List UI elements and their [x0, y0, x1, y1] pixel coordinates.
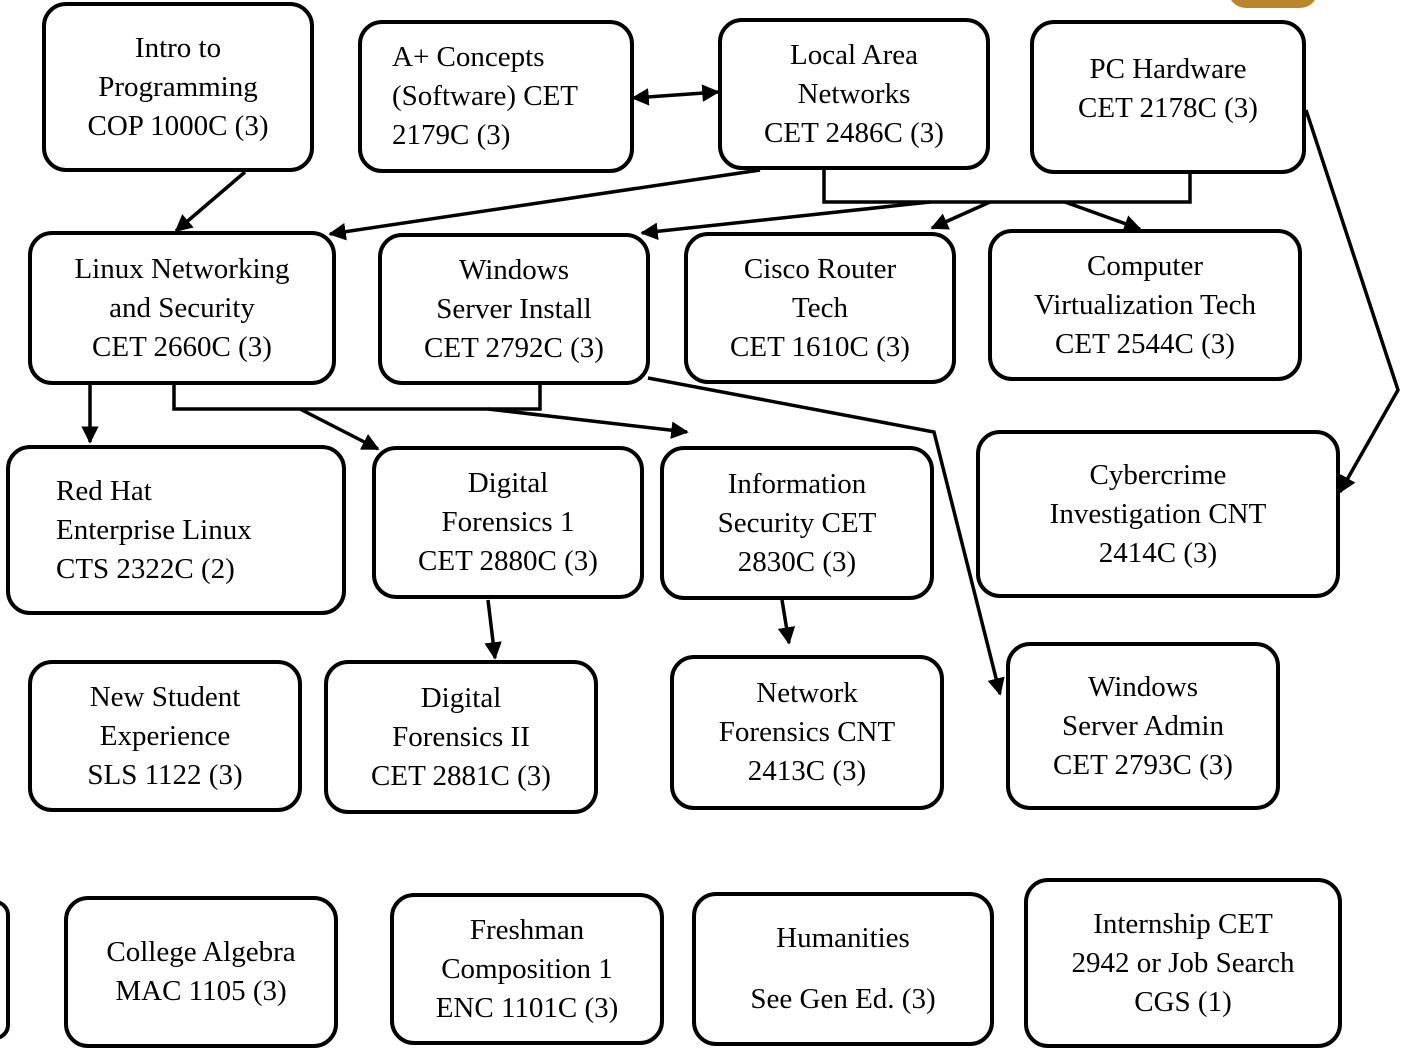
course-line: CET 2486C (3)	[764, 116, 944, 149]
course-line: Information	[727, 467, 867, 500]
arrow-bracket-infosec	[487, 407, 689, 439]
arrow-pc-cybercrime	[1304, 109, 1400, 494]
course-new-student-experience: New Student Experience SLS 1122 (3)	[28, 660, 302, 812]
course-line: and Security	[109, 291, 255, 324]
logo-fragment	[1228, 0, 1318, 8]
bracket-lan-pc	[822, 170, 1192, 204]
course-line: Server Admin	[1062, 709, 1224, 742]
course-line: Network	[756, 677, 858, 709]
course-line: Windows	[1088, 670, 1198, 703]
course-line: Digital	[467, 467, 549, 499]
course-line: Humanities	[776, 922, 910, 954]
course-line: Digital	[420, 681, 502, 714]
course-digital-forensics-2: Digital Forensics II CET 2881C (3)	[324, 660, 598, 814]
course-line: Freshman	[469, 913, 585, 946]
course-line: A+ Concepts	[392, 41, 545, 73]
course-line: 2414C (3)	[1098, 536, 1218, 569]
course-line: MAC 1105 (3)	[115, 975, 287, 1007]
course-line: New Student	[89, 680, 241, 713]
course-computer-virtualization-tech: Computer Virtualization Tech CET 2544C (…	[988, 229, 1302, 381]
course-line: ENC 1101C (3)	[435, 991, 619, 1024]
course-line: CET 2178C (3)	[1078, 92, 1258, 124]
arrow-bracket-cisco	[930, 200, 991, 230]
course-line: CET 1610C (3)	[730, 330, 910, 363]
course-line: Forensics 1	[441, 506, 575, 538]
course-college-algebra: College Algebra MAC 1105 (3)	[64, 896, 338, 1048]
course-a-plus-concepts: A+ Concepts (Software) CET 2179C (3)	[358, 20, 634, 173]
arrow-lan-linux	[328, 168, 761, 241]
course-line: Security CET	[717, 506, 877, 539]
course-line: Programming	[98, 70, 258, 103]
course-pc-hardware: PC Hardware CET 2178C (3)	[1030, 20, 1306, 174]
course-internship: Internship CET 2942 or Job Search CGS (1…	[1024, 878, 1342, 1048]
course-local-area-networks: Local Area Networks CET 2486C (3)	[718, 18, 990, 170]
partial-course-box	[0, 900, 10, 1040]
course-line: COP 1000C (3)	[87, 109, 269, 142]
course-line: CET 2792C (3)	[424, 331, 604, 364]
course-line: CGS (1)	[1134, 985, 1232, 1018]
arrow-forensics1-forensics2	[484, 599, 502, 660]
course-line: CET 2880C (3)	[418, 545, 598, 577]
course-line: CET 2544C (3)	[1055, 327, 1235, 360]
bracket-linux-winserver	[172, 385, 542, 411]
arrow-bracket-forensics1	[299, 407, 380, 451]
course-line: Cybercrime	[1089, 458, 1227, 491]
course-line: Windows	[459, 253, 569, 286]
course-line: Forensics CNT	[718, 716, 896, 748]
course-line: College Algebra	[106, 936, 296, 968]
course-line: Internship CET	[1093, 907, 1273, 940]
arrow-infosec-netforensics	[777, 599, 796, 645]
course-freshman-composition: Freshman Composition 1 ENC 1101C (3)	[390, 893, 664, 1045]
course-line: PC Hardware	[1089, 53, 1247, 85]
course-line: Experience	[99, 719, 231, 752]
course-line: Server Install	[436, 292, 592, 325]
course-line: Linux Networking	[74, 252, 290, 285]
course-line: SLS 1122 (3)	[87, 758, 243, 791]
course-line: Tech	[792, 291, 848, 324]
course-windows-server-admin: Windows Server Admin CET 2793C (3)	[1006, 642, 1280, 810]
course-digital-forensics-1: Digital Forensics 1 CET 2880C (3)	[372, 446, 644, 599]
course-line: (Software) CET	[392, 80, 579, 112]
course-line: Investigation CNT	[1049, 497, 1267, 530]
course-intro-programming: Intro to Programming COP 1000C (3)	[42, 2, 314, 172]
arrow-install-admin	[647, 376, 1005, 696]
course-windows-server-install: Windows Server Install CET 2792C (3)	[378, 233, 650, 385]
course-line: CTS 2322C (2)	[56, 552, 235, 585]
arrow-bracket-virtualization	[1064, 200, 1142, 232]
course-line: 2942 or Job Search	[1071, 946, 1295, 979]
course-red-hat-enterprise-linux: Red Hat Enterprise Linux CTS 2322C (2)	[6, 445, 346, 615]
course-line: CET 2660C (3)	[92, 330, 272, 363]
course-line: Intro to	[134, 31, 222, 64]
course-humanities: Humanities See Gen Ed. (3)	[692, 892, 994, 1046]
course-line: See Gen Ed. (3)	[750, 983, 936, 1015]
course-network-forensics: Network Forensics CNT 2413C (3)	[670, 655, 944, 810]
course-line: Forensics II	[392, 720, 530, 753]
course-line: Composition 1	[441, 952, 613, 985]
course-information-security: Information Security CET 2830C (3)	[660, 446, 934, 600]
course-line: 2413C (3)	[747, 755, 867, 787]
arrow-bracket-winserver	[640, 200, 931, 241]
course-line: Networks	[797, 77, 911, 110]
course-line: Virtualization Tech	[1034, 288, 1256, 321]
course-line: 2179C (3)	[392, 119, 511, 151]
course-line: Red Hat	[56, 474, 152, 507]
course-line: 2830C (3)	[737, 545, 857, 578]
course-line: Computer	[1087, 249, 1203, 282]
arrow-aplus-lan	[631, 84, 720, 106]
course-line: Enterprise Linux	[56, 513, 252, 546]
course-line: CET 2793C (3)	[1053, 748, 1233, 781]
course-cybercrime-investigation: Cybercrime Investigation CNT 2414C (3)	[976, 430, 1340, 598]
course-line: Cisco Router	[743, 252, 897, 285]
arrow-intro-linux	[174, 170, 247, 233]
course-cisco-router-tech: Cisco Router Tech CET 1610C (3)	[684, 232, 956, 384]
course-line: CET 2881C (3)	[371, 759, 551, 792]
course-line: Local Area	[789, 38, 918, 71]
course-linux-networking-security: Linux Networking and Security CET 2660C …	[28, 231, 336, 385]
